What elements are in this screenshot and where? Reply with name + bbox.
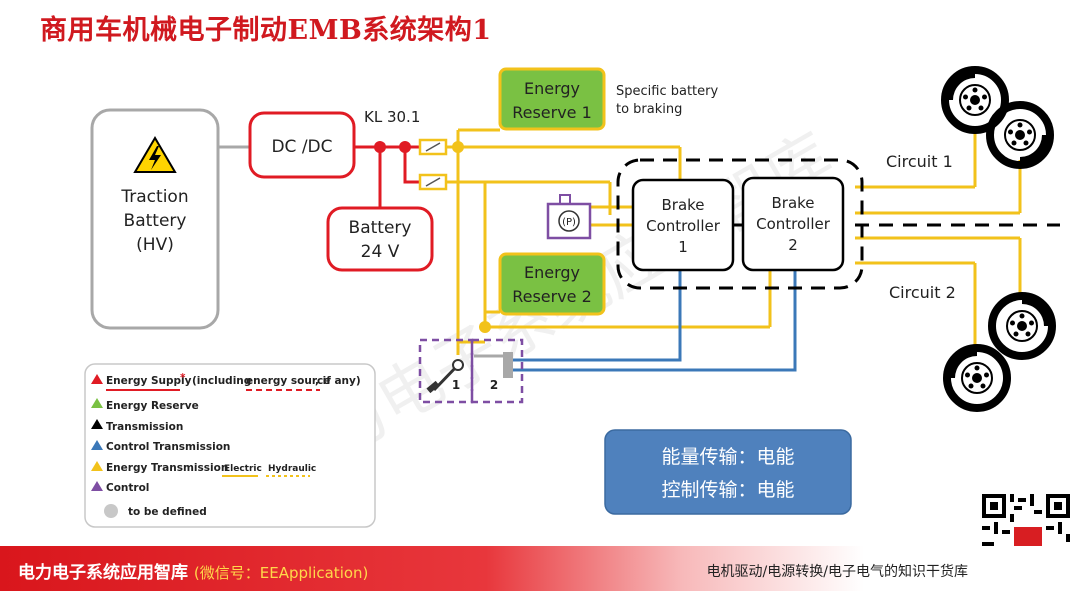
brake-disc-icon: [986, 101, 1054, 169]
battery-24v-label: 24 V: [361, 242, 400, 262]
specific-battery-note: to braking: [616, 102, 682, 117]
dcdc-block: [248, 111, 356, 179]
traction-battery-label: Traction: [120, 187, 188, 207]
specific-battery-note: Specific battery: [616, 84, 718, 99]
pedal-sensor-1-label: 1: [452, 378, 460, 392]
legend-control: Control: [106, 482, 149, 494]
battery-24v-label: Battery: [349, 218, 412, 238]
footer-bar: 电力电子系统应用智库 (微信号：EEApplication) 电机驱动/电源转换…: [0, 546, 1080, 591]
junction-dot: [399, 141, 411, 153]
energy-transmission-lines: [446, 127, 1022, 355]
energy-reserve-2-label: Energy: [524, 263, 580, 282]
junction-dot: [452, 141, 464, 153]
pedal-sensor-1-box: [418, 338, 474, 404]
legend-energy-supply: Energy Supply: [106, 375, 192, 387]
junction-dot: [479, 321, 491, 333]
control-transmission-lines: [505, 270, 797, 372]
brake-disc-icon: [988, 292, 1056, 360]
brake-controller-group: [616, 158, 864, 290]
circuit-1-label: Circuit 1: [886, 152, 953, 171]
traction-battery-block: [90, 108, 220, 330]
energy-reserve-2-block: [498, 252, 606, 316]
energy-reserve-1-label: Reserve 1: [512, 103, 592, 122]
brake-controller-1-label: 1: [678, 238, 688, 256]
traction-battery-label: (HV): [136, 235, 174, 255]
footer-brand-name: 电力电子系统应用智库: [18, 563, 188, 583]
brake-controller-1-label: Controller: [646, 217, 721, 235]
junction-dot: [374, 141, 386, 153]
svg-text:(P): (P): [562, 217, 576, 228]
fuse-2-icon: [418, 173, 448, 191]
energy-reserve-1-block: [498, 67, 606, 131]
circuit-2-label: Circuit 2: [889, 283, 956, 302]
info-line: 控制传输：电能: [661, 479, 794, 501]
legend-to-be-defined: to be defined: [128, 506, 207, 518]
brake-disc-icon: [941, 66, 1009, 134]
parking-brake-switch-icon: (P): [546, 194, 592, 240]
fuse-1-icon: [418, 138, 448, 156]
legend-transmission: Transmission: [106, 421, 183, 433]
dcdc-label: DC /DC: [271, 137, 332, 157]
legend-energy-transmission: Energy Transmission: [106, 462, 228, 474]
svg-text:, if any): , if any): [315, 375, 361, 387]
svg-text:*: *: [180, 372, 186, 384]
pedal-sensor-2-label: 2: [490, 378, 498, 392]
high-voltage-icon: [133, 136, 177, 173]
brake-disc-icon: [943, 344, 1011, 412]
brake-controller-2-label: Controller: [756, 215, 831, 233]
svg-text:Electric: Electric: [224, 464, 262, 474]
legend-box: [84, 363, 376, 528]
info-box: [604, 429, 852, 515]
info-line: 能量传输：电能: [661, 446, 794, 468]
legend-control-transmission: Control Transmission: [106, 441, 230, 453]
brake-controller-2-label: 2: [788, 236, 798, 254]
svg-text:energy source: energy source: [246, 375, 330, 387]
brake-controller-2-block: [741, 176, 845, 272]
pedal-sensor-2-box: [470, 338, 524, 404]
footer-tagline: 电机驱动/电源转换/电子电气的知识干货库: [706, 564, 968, 580]
kl30-label: KL 30.1: [364, 108, 420, 126]
energy-reserve-2-label: Reserve 2: [512, 287, 592, 306]
brake-controller-2-label: Brake: [771, 194, 814, 212]
legend: Energy Supply * (including energy source…: [91, 372, 361, 518]
footer-brand: 电力电子系统应用智库 (微信号：EEApplication): [18, 558, 368, 583]
svg-text:(including: (including: [192, 375, 251, 387]
brake-controller-1-label: Brake: [661, 196, 704, 214]
energy-reserve-1-label: Energy: [524, 79, 580, 98]
traction-battery-label: Battery: [124, 211, 187, 231]
legend-energy-reserve: Energy Reserve: [106, 400, 199, 412]
energy-supply-lines: [354, 145, 420, 208]
battery-24v-block: [326, 206, 434, 272]
pedal-sensor-2-icon: [503, 352, 513, 378]
svg-text:Hydraulic: Hydraulic: [268, 464, 316, 474]
brake-pedal-icon: [426, 359, 464, 394]
footer-wechat-id: (微信号：EEApplication): [193, 564, 369, 582]
page-title: 商用车机械电子制动EMB系统架构1: [40, 15, 492, 46]
